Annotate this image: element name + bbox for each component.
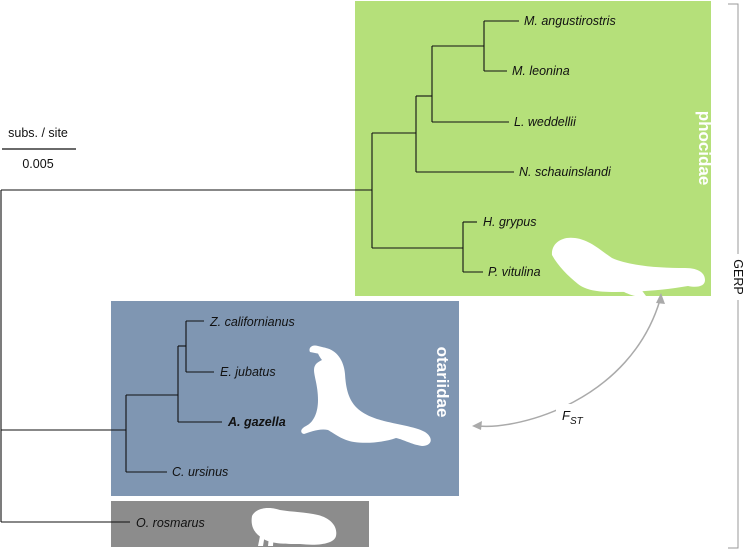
scale-bar-unit: subs. / site [8,126,68,140]
taxon-l-weddellii: L. weddellii [514,115,577,129]
taxon-o-rosmarus: O. rosmarus [136,516,205,530]
sea-lion-silhouette-icon [301,345,431,446]
taxon-h-grypus: H. grypus [483,215,537,229]
gerp-label-bg [732,254,744,300]
taxon-c-ursinus: C. ursinus [172,465,228,479]
taxon-e-jubatus: E. jubatus [220,365,276,379]
taxon-m-angustirostris: M. angustirostris [524,14,616,28]
taxon-z-californianus: Z. californianus [209,315,295,329]
fst-arrow: FST [472,293,665,430]
family-label-otariidae: otariidae [433,347,452,418]
fst-label: FST [562,408,584,427]
gerp-label: GERP [731,259,745,294]
family-label-phocidae: phocidae [695,111,714,186]
taxon-n-schauinslandi: N. schauinslandi [519,165,612,179]
tree-branches [0,20,519,523]
otariidae-box [111,301,459,496]
fst-label-main: F [562,408,571,423]
scale-bar-value: 0.005 [22,157,53,171]
fst-label-bg [556,404,592,426]
taxon-p-vitulina: P. vitulina [488,265,541,279]
fst-label-sub: ST [570,416,584,427]
fst-arrowhead-top [656,293,665,304]
seal-silhouette-icon [551,237,705,297]
taxon-m-leonina: M. leonina [512,64,570,78]
taxon-a-gazella: A. gazella [227,415,286,429]
fst-arrowhead-left [472,421,482,430]
phocidae-box [355,1,711,296]
fst-arrow-curve [477,299,661,428]
walrus-silhouette-icon [251,508,337,546]
